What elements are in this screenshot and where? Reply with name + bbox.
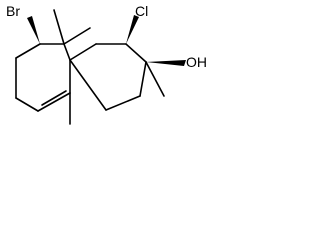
bond-c1-c2 (15, 43, 41, 59)
bond-c11-c12 (105, 95, 141, 111)
bond-c9-c10 (125, 43, 147, 63)
bromine-label: Br (6, 3, 20, 19)
chlorine-wedge-bond (126, 15, 139, 44)
cyclohexene-ring (15, 43, 71, 112)
methyl-bond-upper-right (63, 27, 91, 45)
bond-c4-c5-double-inner (41, 90, 67, 106)
methyl-bond-upper-left (53, 9, 65, 45)
bond-spiro-c8 (69, 43, 97, 61)
bond-c3-c4 (15, 97, 39, 112)
bond-c4-c5-double (37, 92, 71, 112)
chemical-structure: Br Cl OH (6, 3, 207, 125)
hydroxyl-label: OH (186, 54, 207, 70)
bromine-wedge-bond (27, 16, 40, 44)
methyl-bond-right (145, 61, 165, 97)
chlorine-label: Cl (135, 3, 148, 19)
cyclohexane-ring (69, 43, 147, 111)
bond-c10-c11 (139, 61, 147, 97)
bond-c12-spiro (69, 59, 107, 111)
gem-dimethyl (53, 9, 91, 45)
hydroxyl-wedge-bond (146, 60, 186, 66)
bond-spiro-c7 (63, 43, 71, 61)
